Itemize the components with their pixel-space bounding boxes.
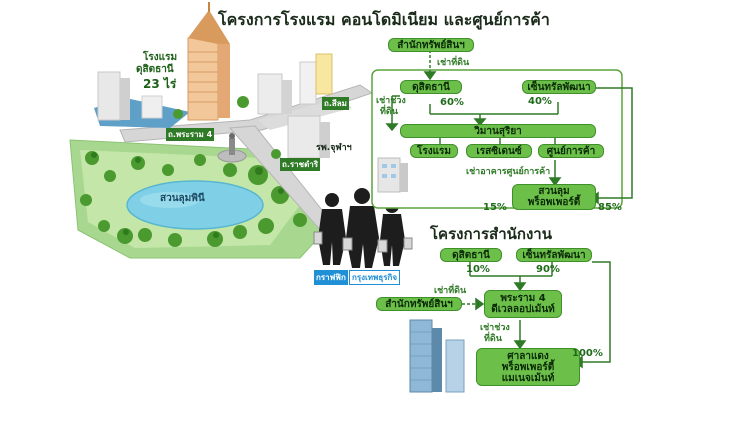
central-box-bottom: เซ็นทรัลพัฒนา <box>516 248 592 262</box>
credit-source: กรุงเทพธุรกิจ <box>349 270 401 285</box>
wimarn-box: วิมานสุริยา <box>400 124 596 138</box>
hotel-label-line1: โรงแรม <box>143 52 178 63</box>
crown-property-box-top: สำนักทรัพย์สินฯ <box>388 38 474 52</box>
hotel-project-title: โครงการโรงแรม คอนโดมิเนียม และศูนย์การค้… <box>218 10 550 29</box>
sublease-note-bottom-1: เช่าช่วง <box>480 323 510 333</box>
rama6-monument <box>217 133 247 163</box>
central-share-bottom: 90% <box>536 264 560 275</box>
credit-graphic: กราฟฟิก <box>314 270 348 285</box>
office-flow-connectors <box>462 261 611 369</box>
sala-line3: แมเนจเม้นท์ <box>501 372 555 384</box>
lease-land-note-top: เช่าที่ดิน <box>437 58 470 68</box>
central-share-top: 40% <box>528 96 552 107</box>
sala-line1: ศาลาแดง <box>507 350 549 362</box>
park-label: สวนลุมพินี <box>160 193 205 204</box>
city-buildings <box>94 2 333 159</box>
hotel-flow-frame <box>371 69 623 209</box>
dusit-box-top: ดุสิตธานี <box>400 80 462 94</box>
hospital-label: รพ.จุฬาฯ <box>316 143 352 153</box>
rama4-development-box: พระราม 4 ดีเวลลอปเม้นท์ <box>484 290 562 318</box>
office-towers-icon <box>409 319 465 393</box>
road-rama4-label: ถ.พระราม 4 <box>166 128 215 141</box>
dusit-box-bottom: ดุสิตธานี <box>440 248 502 262</box>
road-silom-label: ถ.สีลม <box>322 97 349 110</box>
dusit-share-top: 60% <box>440 97 464 108</box>
crown-property-box-bottom: สำนักทรัพย์สินฯ <box>376 297 462 311</box>
hotel-label-area: 23 ไร่ <box>143 77 177 91</box>
lumpini-right-share: 85% <box>598 202 622 213</box>
sala-daeng-box: ศาลาแดง พร็อพเพอร์ตี้ แมเนจเม้นท์ <box>476 348 580 386</box>
mall-building-icon <box>377 157 408 193</box>
dusit-share-bottom: 10% <box>466 264 490 275</box>
mall-box: ศูนย์การค้า <box>538 144 604 158</box>
shoppers-silhouette <box>313 188 413 268</box>
lumpini-property-box: สวนลุม พร็อพเพอร์ตี้ <box>512 184 596 210</box>
lumpini-line1: สวนลุม <box>538 186 570 197</box>
lumpini-left-share: 15% <box>483 202 507 213</box>
sala-line2: พร็อพเพอร์ตี้ <box>501 361 555 373</box>
residence-box: เรสซิเดนซ์ <box>466 144 532 158</box>
park-trees <box>80 151 307 247</box>
lease-land-note-bottom: เช่าที่ดิน <box>434 286 467 296</box>
hotel-box: โรงแรม <box>410 144 458 158</box>
sublease-note-top-1: เช่าช่วง <box>376 96 406 106</box>
central-box-top: เซ็นทรัลพัฒนา <box>522 80 596 94</box>
dusit-tower <box>187 37 219 121</box>
road-rajadamri-label: ถ.ราชดำริ <box>280 158 321 171</box>
sublease-note-bottom-2: ที่ดิน <box>484 334 502 344</box>
sublease-note-top-2: ที่ดิน <box>380 107 398 117</box>
rama4-line1: พระราม 4 <box>500 293 546 304</box>
office-project-title: โครงการสำนักงาน <box>430 225 552 243</box>
hotel-label-line2: ดุสิตธานี <box>136 64 174 75</box>
sala-share: 100% <box>572 348 603 359</box>
lumpini-line2: พร็อพเพอร์ตี้ <box>527 197 581 208</box>
rama4-line2: ดีเวลลอปเม้นท์ <box>491 304 555 315</box>
lease-mall-note: เช่าอาคารศูนย์การค้า <box>466 167 551 177</box>
